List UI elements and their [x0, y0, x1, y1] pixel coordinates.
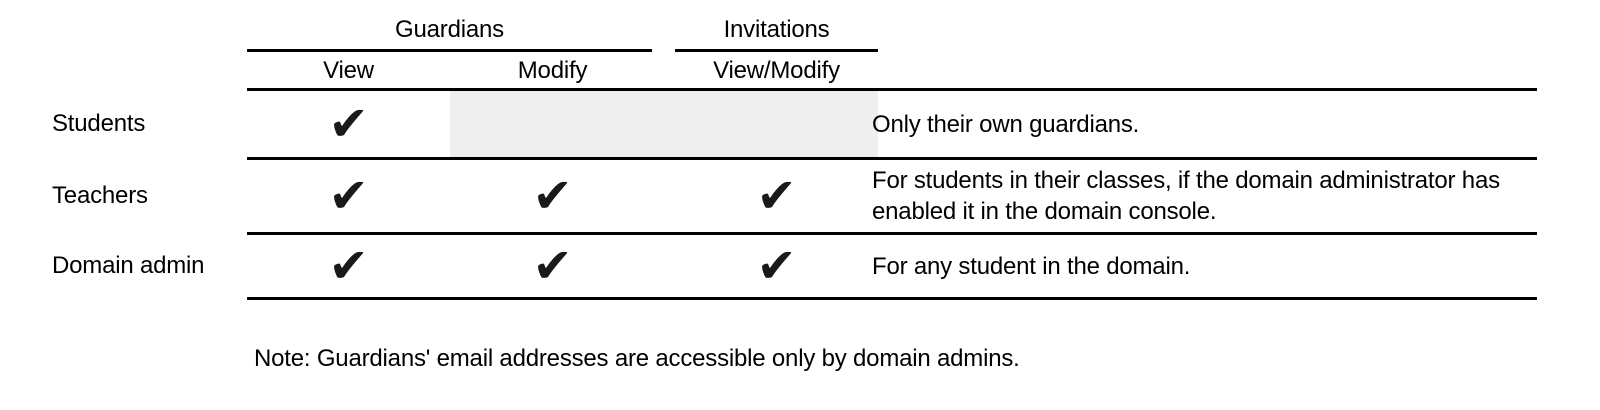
check-icon: ✔: [532, 168, 573, 224]
table-row-teachers: Teachers ✔ ✔ ✔ For students in their cla…: [0, 160, 1537, 232]
cell-admin-view-modify: ✔: [675, 235, 878, 297]
column-header-view-modify: View/Modify: [713, 57, 840, 84]
row-label: Teachers: [52, 182, 148, 209]
cell-students-view: ✔: [247, 91, 450, 157]
cell-admin-modify: ✔: [450, 235, 655, 297]
table-row-domain-admin: Domain admin ✔ ✔ ✔ For any student in th…: [0, 235, 1537, 297]
check-icon: ✔: [328, 96, 369, 152]
column-group-guardians: Guardians: [395, 16, 504, 43]
rule-row-divider-2: [247, 232, 1537, 235]
invitations-underline: [675, 49, 878, 52]
check-icon: ✔: [756, 168, 797, 224]
column-header-view: View: [323, 57, 374, 84]
rule-header-bottom: [247, 88, 1537, 91]
cell-students-modify: [450, 91, 655, 157]
guardians-underline: [247, 49, 652, 52]
cell-teachers-modify: ✔: [450, 160, 655, 232]
row-label: Domain admin: [52, 252, 205, 279]
row-note: For students in their classes, if the do…: [872, 167, 1500, 225]
check-icon: ✔: [756, 238, 797, 294]
footnote: Note: Guardians' email addresses are acc…: [254, 345, 1020, 372]
row-note: For any student in the domain.: [872, 252, 1191, 280]
row-label: Students: [52, 110, 146, 137]
rule-row-divider-1: [247, 157, 1537, 160]
cell-teachers-view: ✔: [247, 160, 450, 232]
students-disabled-cells: [450, 91, 878, 157]
rule-table-bottom: [247, 297, 1537, 300]
row-note: Only their own guardians.: [872, 110, 1140, 138]
table-row-students: Students ✔ Only their own guardians.: [0, 91, 1537, 157]
column-group-invitations: Invitations: [723, 16, 830, 43]
check-icon: ✔: [532, 238, 573, 294]
check-icon: ✔: [328, 168, 369, 224]
column-header-modify: Modify: [517, 57, 588, 84]
cell-teachers-view-modify: ✔: [675, 160, 878, 232]
cell-admin-view: ✔: [247, 235, 450, 297]
check-icon: ✔: [328, 238, 369, 294]
cell-students-view-modify: [675, 91, 878, 157]
